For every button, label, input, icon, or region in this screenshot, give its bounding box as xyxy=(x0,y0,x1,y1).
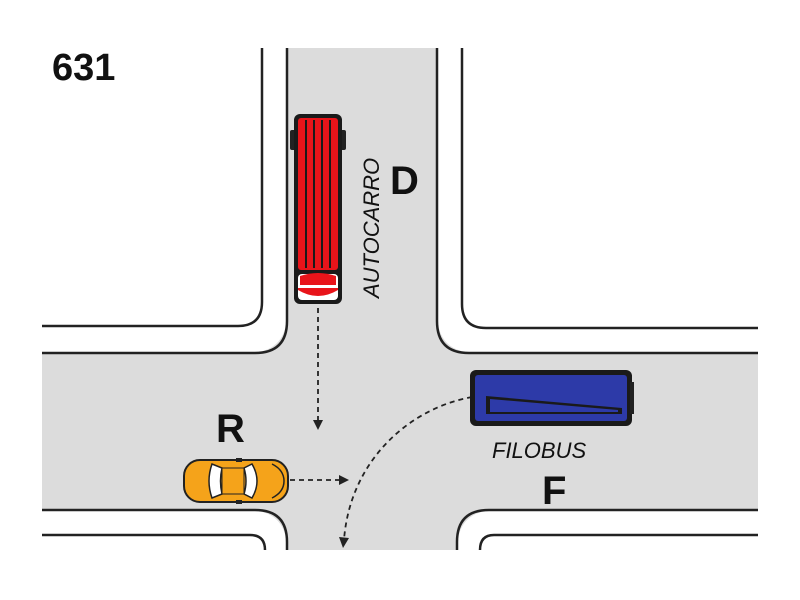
lower-road-extension xyxy=(287,500,457,550)
trolleybus-icon xyxy=(470,370,634,426)
truck-letter: D xyxy=(390,159,419,203)
truck-type-label: AUTOCARRO xyxy=(359,158,384,300)
car-icon xyxy=(184,458,288,504)
truck-icon xyxy=(290,114,346,304)
horizontal-road xyxy=(42,353,758,510)
trolleybus-letter: F xyxy=(542,469,566,513)
trolleybus-type-label: FILOBUS xyxy=(492,438,586,463)
car-letter: R xyxy=(216,407,245,451)
figure-number: 631 xyxy=(52,47,115,89)
road-surface xyxy=(42,48,758,550)
